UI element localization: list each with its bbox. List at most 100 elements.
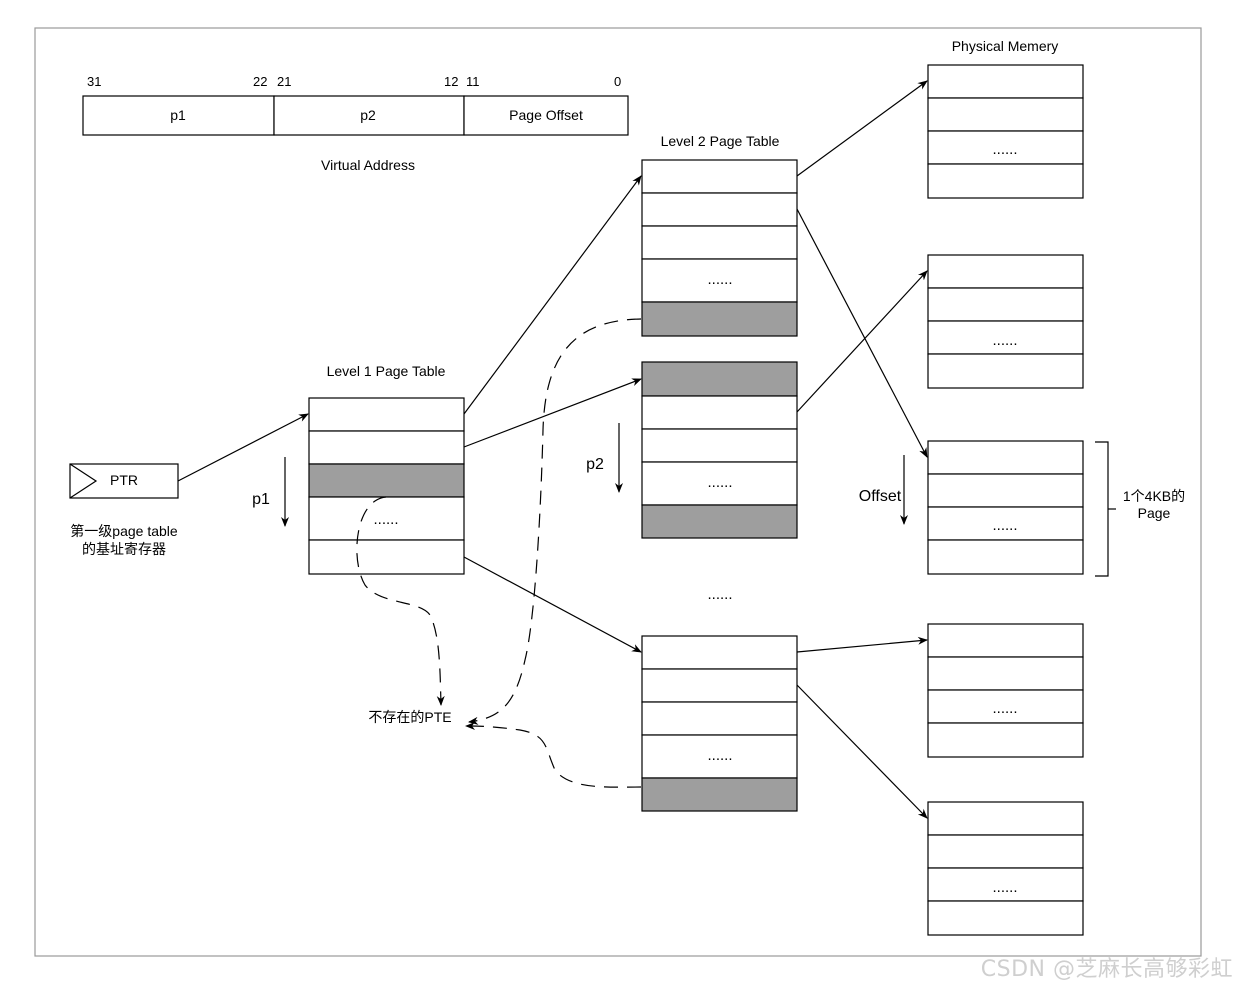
page-slot: [927, 506, 1084, 541]
virtual-address-caption: Virtual Address: [321, 157, 415, 173]
page-ellipsis: ......: [992, 141, 1017, 158]
l1-entry: [308, 539, 465, 575]
page-slot: [927, 834, 1084, 869]
level2-title: Level 2 Page Table: [661, 133, 780, 149]
l2b-entry-ellipsis: [641, 461, 798, 506]
virtual-address: p1 p2 Page Offset 31 22 21 12 11 0 Virtu…: [82, 74, 629, 173]
bit-label-21: 21: [277, 74, 291, 89]
l2b-entry-not-present: [641, 504, 798, 539]
l1-entry: [308, 430, 465, 465]
l1-ellipsis: ......: [373, 511, 398, 528]
l1-missing-pte-arrow: [356, 496, 445, 706]
l1-entry: [308, 397, 465, 432]
l2c-entry: [641, 668, 798, 703]
page-slot: [927, 722, 1084, 758]
ptr-label: PTR: [110, 472, 138, 488]
page-ellipsis: ......: [992, 332, 1017, 349]
physical-page-3: ...... Offset 1个4KB的 Page: [859, 440, 1185, 577]
va-field-p1: [82, 95, 275, 136]
l2c-to-page4-arrow: [796, 636, 928, 653]
l2b-entry: [641, 395, 798, 430]
p1-index-label: p1: [252, 491, 270, 508]
page-slot: [927, 440, 1084, 475]
va-field-offset: [463, 95, 629, 136]
va-field-p2: [273, 95, 465, 136]
l2c-to-page5-arrow: [796, 684, 928, 819]
level2-table-c: ......: [641, 635, 798, 812]
page-slot: [927, 287, 1084, 322]
l2b-to-page2-arrow: [796, 270, 928, 413]
level1-title: Level 1 Page Table: [327, 363, 446, 379]
page-slot: [927, 163, 1084, 199]
l2b-entry: [641, 428, 798, 463]
clock-triangle-icon: [69, 463, 98, 499]
l2c-missing-pte-arrow: [465, 722, 642, 788]
l2b-ellipsis: ......: [707, 474, 732, 491]
page-slot: [927, 97, 1084, 132]
physical-page-4: ......: [927, 623, 1084, 758]
l2a-entry: [641, 192, 798, 227]
ptr-caption-line2: 的基址寄存器: [82, 541, 166, 557]
l2a-ellipsis: ......: [707, 271, 732, 288]
bit-label-12: 12: [444, 74, 458, 89]
page-slot: [927, 801, 1084, 836]
va-field-p2-label: p2: [360, 107, 376, 123]
l2c-entry: [641, 635, 798, 670]
page-size-note-line2: Page: [1138, 505, 1171, 521]
l1-to-l2c-arrow: [463, 556, 642, 653]
offset-label: Offset: [859, 488, 902, 505]
p2-index-label: p2: [586, 456, 604, 473]
l2b-entry-not-present: [641, 361, 798, 397]
l2c-entry: [641, 701, 798, 736]
ptr-box: [69, 463, 179, 499]
physical-page-1: ......: [927, 64, 1084, 199]
l1-entry-ellipsis: [308, 496, 465, 541]
mapping-arrows: [177, 80, 928, 819]
level2-table-b: ...... p2: [586, 361, 798, 539]
page-slot: [927, 656, 1084, 691]
physical-memory-title: Physical Memery: [952, 38, 1059, 54]
l2a-entry: [641, 159, 798, 194]
level1-page-table: Level 1 Page Table ...... p1: [252, 363, 465, 575]
missing-pte-label: 不存在的PTE: [368, 709, 451, 725]
missing-pte-arrows: [356, 318, 642, 788]
page-ellipsis: ......: [992, 517, 1017, 534]
level2-between-ellipsis: ......: [707, 586, 732, 603]
l2a-entry-not-present: [641, 301, 798, 337]
l2c-entry-not-present: [641, 777, 798, 812]
page-slot: [927, 623, 1084, 658]
l2a-entry: [641, 225, 798, 260]
ptr-caption-line1: 第一级page table: [70, 523, 178, 539]
va-field-offset-label: Page Offset: [509, 107, 583, 123]
physical-page-5: ......: [927, 801, 1084, 936]
page-ellipsis: ......: [992, 700, 1017, 717]
l2a-to-page1-arrow: [796, 80, 928, 177]
l1-to-l2b-arrow: [463, 378, 642, 448]
l1-entry-not-present: [308, 463, 465, 498]
bit-label-22: 22: [253, 74, 267, 89]
bit-label-0: 0: [614, 74, 621, 89]
page-slot: [927, 539, 1084, 575]
level2-table-a: ......: [641, 159, 798, 337]
ptr-to-l1-arrow: [177, 413, 309, 482]
page-slot: [927, 254, 1084, 289]
l1-to-l2a-arrow: [463, 175, 642, 415]
page-slot: [927, 320, 1084, 355]
page-ellipsis: ......: [992, 879, 1017, 896]
bit-label-31: 31: [87, 74, 101, 89]
page-slot: [927, 64, 1084, 99]
l2a-missing-pte-arrow: [468, 318, 642, 725]
va-field-p1-label: p1: [170, 107, 186, 123]
l2a-entry-ellipsis: [641, 258, 798, 303]
physical-page-2: ......: [927, 254, 1084, 389]
page-slot: [927, 900, 1084, 936]
l2c-entry-ellipsis: [641, 734, 798, 779]
page-size-note-line1: 1个4KB的: [1123, 488, 1185, 504]
page-slot: [927, 473, 1084, 508]
bit-label-11: 11: [466, 74, 480, 89]
l2a-to-page3-arrow: [796, 208, 928, 458]
ptr-register: PTR 第一级page table 的基址寄存器: [69, 463, 179, 557]
csdn-watermark: CSDN @芝麻长高够彩虹: [980, 957, 1233, 982]
